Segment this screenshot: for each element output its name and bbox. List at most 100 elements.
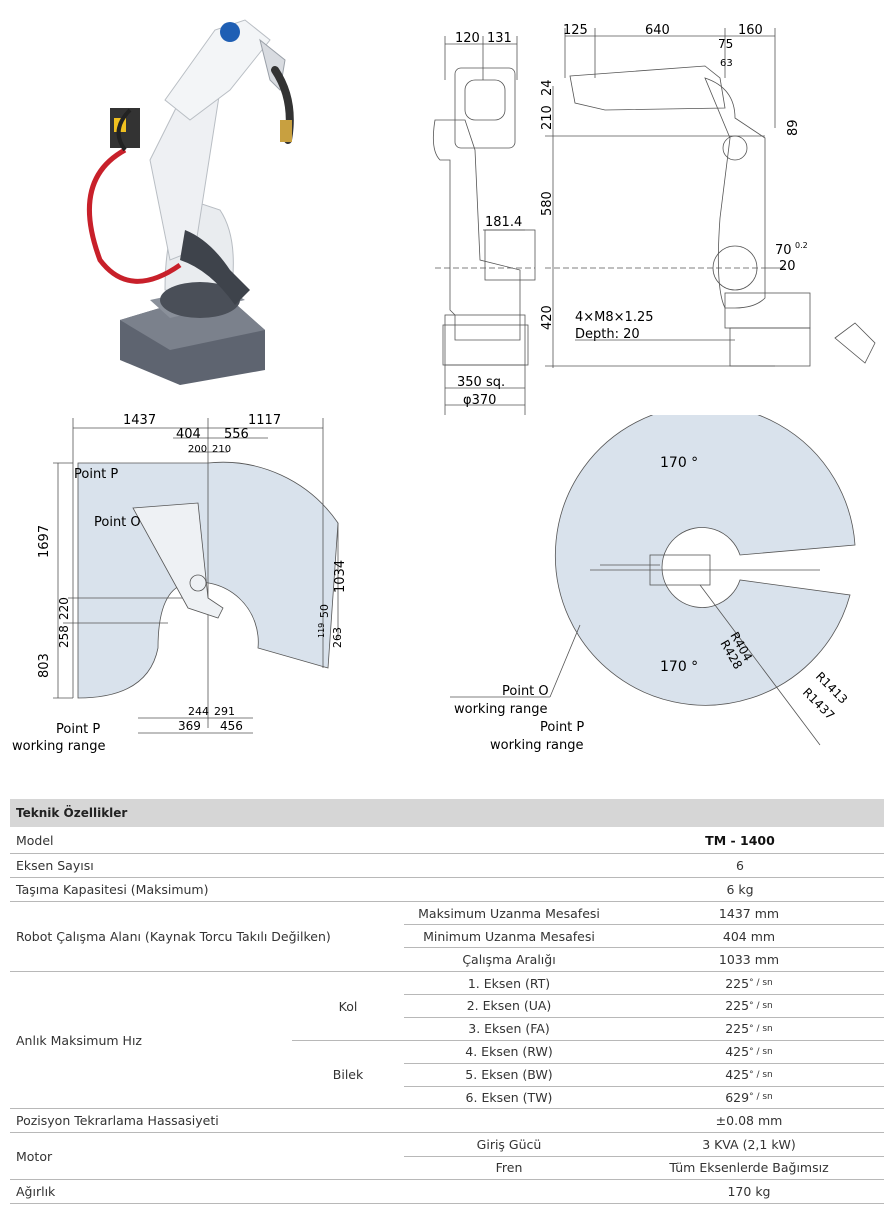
side-dim-181-4: 181.4 [485, 215, 522, 230]
spec-speed-arm-label: Kol [292, 972, 404, 1041]
range-dim-369: 369 [178, 719, 201, 733]
side-view-drawing: 120 131 181.4 350 sq. φ370 [432, 31, 536, 415]
spec-speed-axis-3-label: 3. Eksen (FA) [468, 1021, 550, 1036]
spec-area-label: Robot Çalışma Alanı (Kaynak Torcu Takılı… [16, 929, 331, 944]
range-dim-1034: 1034 [333, 560, 348, 593]
top-working-range-drawing: 170 ° 170 ° R404 R428 R1413 R1437 Point … [450, 415, 856, 753]
spec-area-range-label: Çalışma Aralığı [462, 952, 556, 967]
spec-speed-axis-6-value: 629° / sn [725, 1089, 773, 1105]
spec-speed-axis-6-label: 6. Eksen (TW) [465, 1089, 553, 1105]
range-dim-1117: 1117 [248, 413, 281, 428]
spec-speed-axis-5-value: 425° / sn [725, 1067, 773, 1082]
range-dim-404: 404 [176, 427, 201, 442]
top-label-point-o: Point O [502, 684, 549, 699]
spec-area-max-value: 1437 mm [614, 902, 884, 925]
arm-dimension-drawing: 125 640 160 75 63 24 210 580 420 89 70 0… [540, 23, 876, 368]
arm-dim-70-tolerance: 0.2 [795, 241, 808, 250]
spec-axes-value: 6 [736, 858, 744, 873]
spec-row-repeatability: Pozisyon Tekrarlama Hassasiyeti ±0.08 mm [10, 1109, 884, 1133]
spec-motor-brake-label: Fren [495, 1160, 523, 1175]
range-dim-220: 220 [57, 597, 71, 620]
spec-speed-axis-2-label: 2. Eksen (UA) [466, 998, 552, 1013]
range-caption-working-range: working range [12, 739, 106, 754]
arm-dim-160: 160 [738, 23, 763, 38]
spec-speed-axis-4-value: 425° / sn [725, 1044, 773, 1059]
spec-area-min-value: 404 mm [614, 925, 884, 948]
side-dim-120: 120 [455, 31, 480, 46]
spec-repeat-value: ±0.08 mm [715, 1113, 783, 1128]
spec-row-axes: Eksen Sayısı 6 [10, 854, 884, 878]
spec-motor-label: Motor [16, 1148, 53, 1164]
spec-speed-rows: 1. Eksen (RT) 225° / sn 2. Eksen (UA) 22… [404, 972, 884, 1108]
range-dim-291: 291 [214, 705, 235, 718]
spec-motor-power-value: 3 KVA (2,1 kW) [702, 1137, 796, 1152]
arm-note-thread: 4×M8×1.25 [575, 310, 654, 325]
spec-speed-label: Anlık Maksimum Hız [16, 1032, 142, 1048]
side-dim-370: φ370 [463, 393, 496, 408]
range-dim-263: 263 [331, 627, 344, 648]
side-working-range-drawing: 1437 1117 404 556 200 210 1697 220 258 8… [12, 413, 348, 754]
spec-speed-axis-4-label: 4. Eksen (RW) [465, 1044, 553, 1059]
spec-speed-axis-1-value: 225° / sn [725, 975, 773, 991]
spec-area-min-label: Minimum Uzanma Mesafesi [404, 925, 614, 948]
spec-row-speed: Anlık Maksimum Hız Kol Bilek 1. Eksen (R… [10, 972, 884, 1109]
spec-speed-axis-5-label: 5. Eksen (BW) [465, 1067, 553, 1082]
spec-table: Teknik Özellikler Model TM - 1400 Eksen … [10, 799, 884, 1204]
range-dim-200: 200 [188, 444, 207, 455]
range-dim-456: 456 [220, 719, 243, 733]
spec-motor-power-label: Giriş Gücü [476, 1137, 542, 1152]
top-angle-170-upper: 170 ° [660, 455, 698, 471]
range-dim-556: 556 [224, 427, 249, 442]
range-dim-210: 210 [212, 444, 231, 455]
spec-row-motor: Motor Giriş Gücü 3 KVA (2,1 kW) Fren Tüm… [10, 1133, 884, 1180]
spec-repeat-label: Pozisyon Tekrarlama Hassasiyeti [16, 1113, 219, 1128]
spec-motor-brake-value: Tüm Eksenlerde Bağımsız [669, 1160, 829, 1175]
spec-speed-axis-2-value: 225° / sn [725, 998, 773, 1013]
arm-dim-63: 63 [720, 58, 733, 69]
top-label-point-p-range: working range [490, 738, 584, 753]
arm-dim-580: 580 [540, 191, 555, 216]
range-caption-point-p: Point P [56, 722, 100, 737]
arm-dim-20: 20 [779, 259, 796, 274]
spec-area-max-label: Maksimum Uzanma Mesafesi [404, 902, 614, 925]
spec-area-range-value: 1033 mm [718, 952, 780, 967]
spec-model-value: TM - 1400 [705, 832, 775, 848]
spec-axes-label: Eksen Sayısı [16, 858, 94, 873]
top-angle-170-lower: 170 ° [660, 659, 698, 675]
arm-dim-210: 210 [540, 105, 555, 130]
arm-note-depth: Depth: 20 [575, 327, 640, 342]
top-label-point-p: Point P [540, 720, 584, 735]
range-dim-119: 119 [317, 623, 326, 638]
arm-dim-24: 24 [540, 79, 555, 96]
arm-dim-640: 640 [645, 23, 670, 38]
spec-row-model: Model TM - 1400 [10, 827, 884, 854]
range-label-point-p: Point P [74, 467, 118, 482]
arm-dim-125: 125 [563, 23, 588, 38]
range-label-point-o: Point O [94, 515, 141, 530]
spec-speed-axis-1-label: 1. Eksen (RT) [467, 975, 551, 991]
side-dim-131: 131 [487, 31, 512, 46]
side-dim-350-sq: 350 sq. [457, 375, 505, 390]
range-dim-1697: 1697 [37, 525, 52, 558]
arm-dim-89: 89 [786, 119, 801, 136]
spec-speed-wrist-label: Bilek [332, 1066, 364, 1082]
spec-speed-axis-3-value: 225° / sn [725, 1021, 773, 1036]
spec-payload-label: Taşıma Kapasitesi (Maksimum) [16, 882, 209, 897]
arm-dim-70: 70 [775, 243, 792, 258]
range-dim-244: 244 [188, 705, 209, 718]
spec-model-label: Model [16, 832, 54, 848]
spec-row-weight: Ağırlık 170 kg [10, 1180, 884, 1204]
arm-dim-420: 420 [540, 305, 555, 330]
robot-photo [86, 19, 294, 385]
spec-row-payload: Taşıma Kapasitesi (Maksimum) 6 kg [10, 878, 884, 902]
arm-dim-75: 75 [718, 37, 733, 51]
range-dim-50: 50 [318, 604, 331, 618]
spec-payload-value: 6 kg [726, 882, 754, 897]
range-dim-803: 803 [37, 653, 52, 678]
spec-title: Teknik Özellikler [10, 799, 884, 827]
range-dim-258: 258 [57, 625, 71, 648]
spec-row-work-area: Robot Çalışma Alanı (Kaynak Torcu Takılı… [10, 902, 884, 972]
spec-weight-value: 170 kg [727, 1184, 771, 1199]
spec-weight-label: Ağırlık [16, 1184, 56, 1199]
range-dim-1437: 1437 [123, 413, 156, 428]
